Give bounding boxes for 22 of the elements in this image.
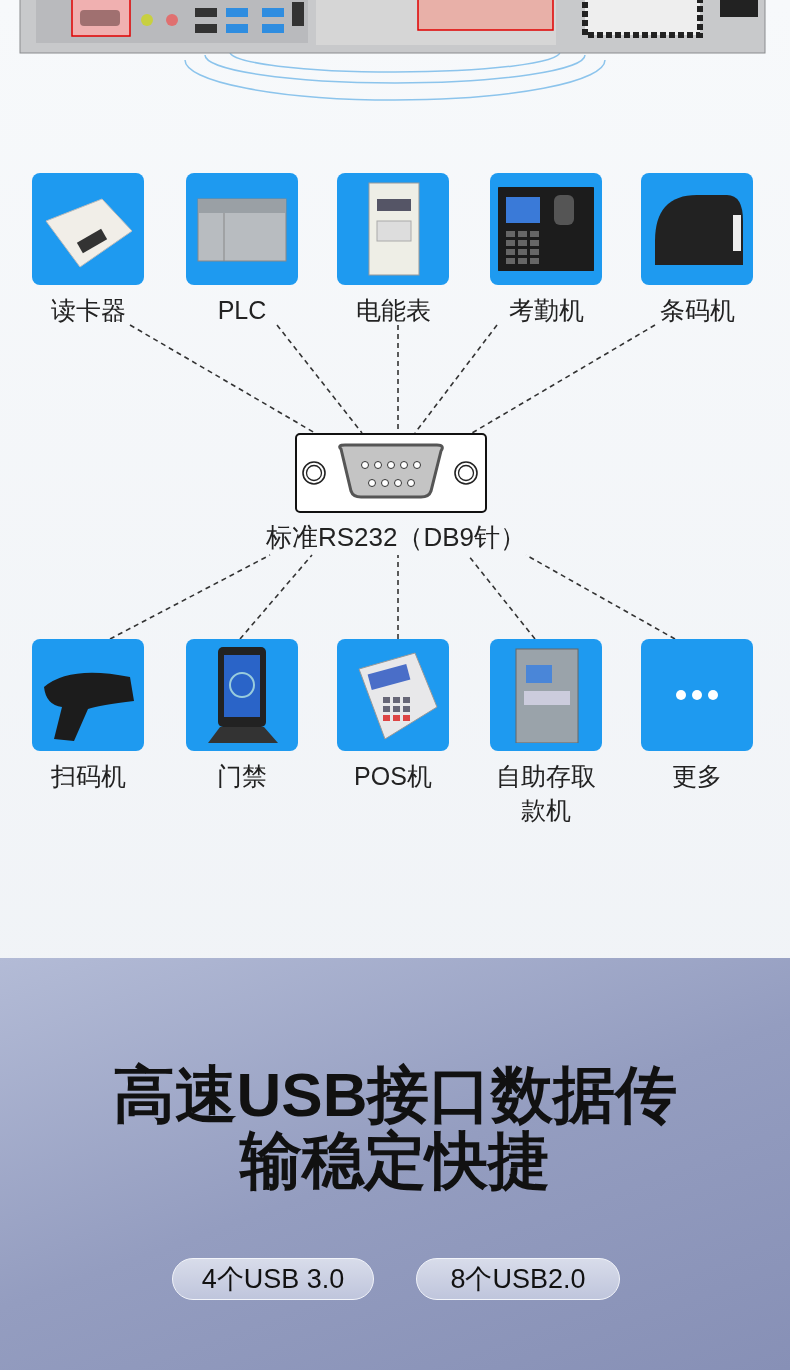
connector-line (397, 554, 399, 640)
device-label: 门禁 (216, 761, 268, 792)
connector-line (129, 324, 316, 434)
device-label: 电能表 (354, 295, 432, 326)
device-label: 扫码机 (49, 761, 127, 792)
device-label: 自助存取款机 (495, 761, 597, 826)
device-label: PLC (216, 295, 268, 326)
section-heading: 高速USB接口数据传输稳定快捷 (111, 1062, 679, 1194)
connector-label: 标准RS232（DB9针） (264, 521, 528, 553)
spec-pill: 4个USB 3.0 (172, 1258, 374, 1300)
connector-line (471, 324, 656, 434)
device-label: 考勤机 (507, 295, 585, 326)
spec-pill: 8个USB2.0 (416, 1258, 620, 1300)
device-label: 更多 (671, 761, 723, 792)
connector-line (467, 554, 536, 640)
device-label: POS机 (353, 761, 433, 792)
connector-line (414, 324, 498, 434)
connector-line (239, 554, 313, 640)
connector-line (276, 324, 363, 434)
device-label: 条码机 (658, 295, 736, 326)
device-label: 读卡器 (49, 295, 127, 326)
connector-line (109, 554, 271, 640)
